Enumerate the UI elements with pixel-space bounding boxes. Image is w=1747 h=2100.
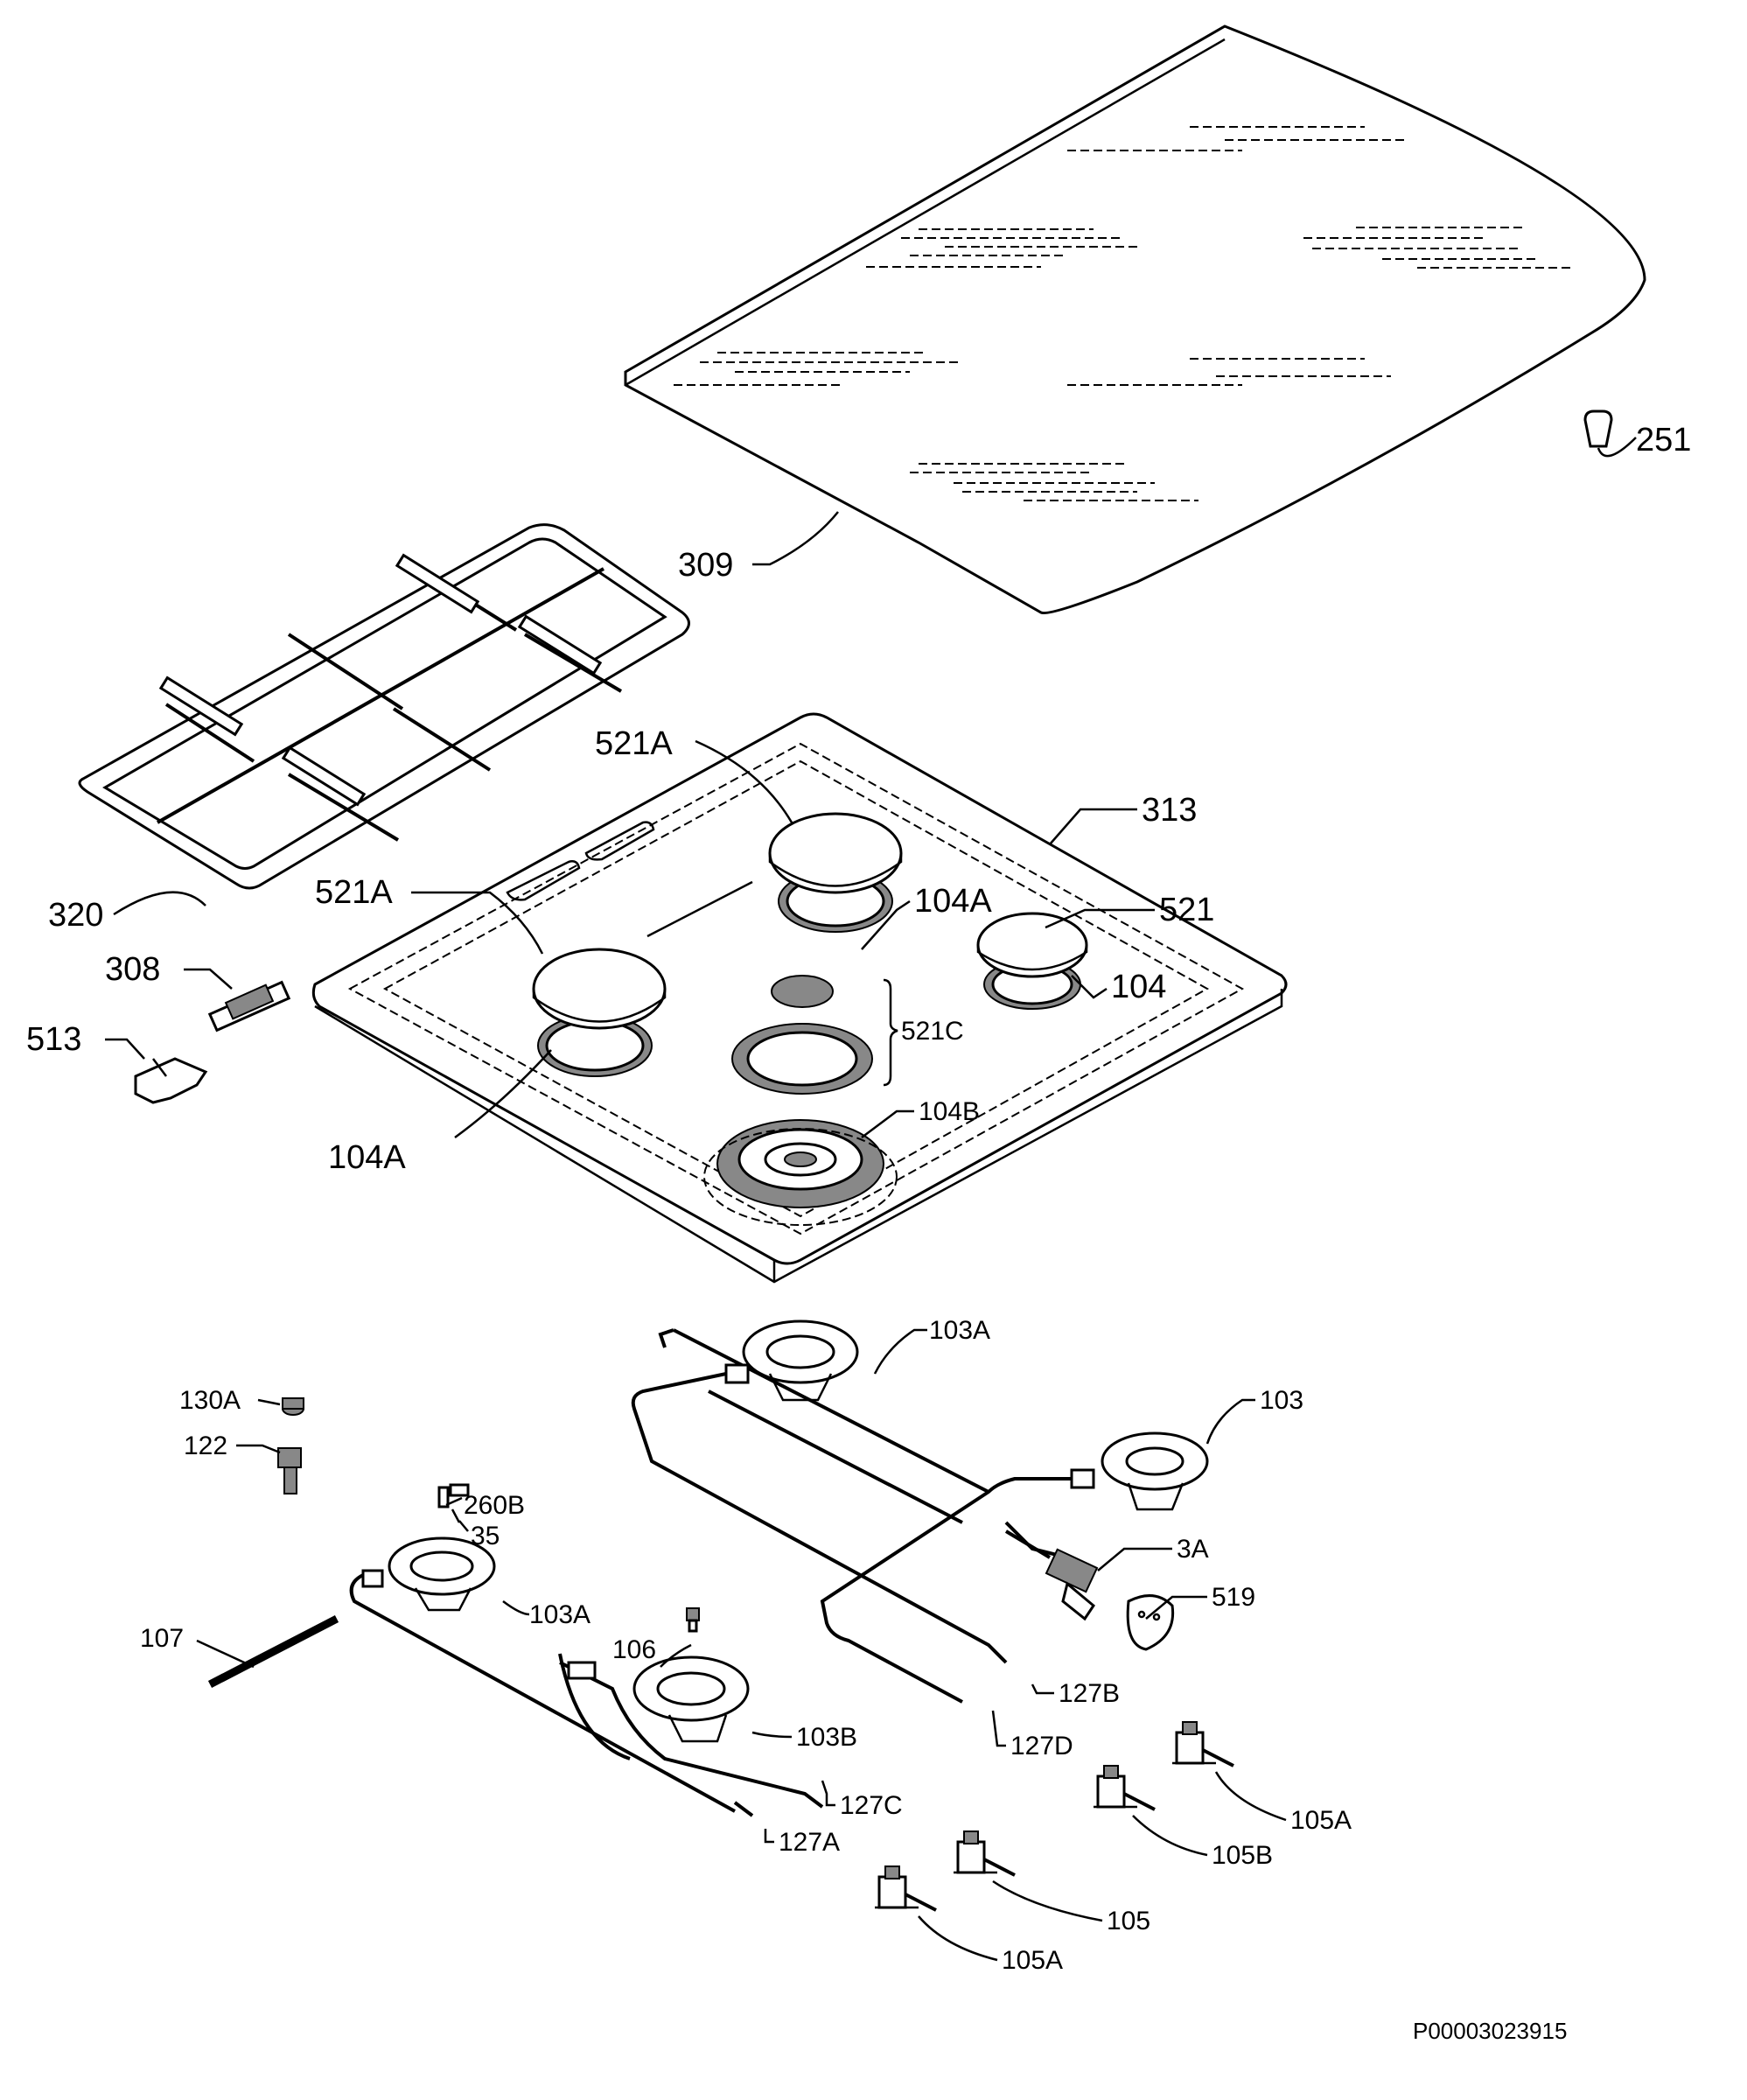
label-521a-left: 521A: [315, 874, 393, 911]
glass-lid: [624, 24, 1646, 615]
label-103: 103: [1260, 1386, 1303, 1415]
ignition-plug: [207, 980, 291, 1032]
burner-base-right: [1070, 1432, 1209, 1511]
label-127c: 127C: [840, 1791, 903, 1820]
burner-base-rear-left: [724, 1320, 859, 1402]
burner-base-front-left: [361, 1536, 496, 1612]
gas-valve-105a-right: [1172, 1721, 1234, 1768]
label-519: 519: [1212, 1583, 1255, 1612]
label-104b: 104B: [919, 1097, 980, 1126]
part-labels: 251 309 320 313 521A 521A 521 104A 104 5…: [26, 422, 1691, 2044]
label-308: 308: [105, 951, 160, 988]
label-127b: 127B: [1059, 1679, 1120, 1708]
label-105b: 105B: [1212, 1841, 1273, 1870]
gas-valve-105: [954, 1830, 1016, 1877]
plug-part: [1583, 410, 1637, 458]
glass-reflection-lines: [674, 126, 1575, 501]
label-521c: 521C: [901, 1017, 964, 1046]
label-130a: 130A: [179, 1386, 241, 1415]
safety-valve: [1004, 1530, 1099, 1621]
wok-burner-rings: [731, 975, 898, 1095]
label-3a: 3A: [1177, 1535, 1209, 1564]
burner-cap-right: [976, 912, 1088, 1010]
pan-support-grid: [78, 523, 690, 890]
label-35: 35: [471, 1522, 500, 1550]
label-309: 309: [678, 547, 733, 584]
label-127d: 127D: [1010, 1732, 1073, 1760]
label-105a-bottom: 105A: [1002, 1946, 1063, 1975]
label-313: 313: [1142, 792, 1197, 829]
injector-nozzle: [686, 1607, 700, 1633]
bracket-part: [134, 1057, 208, 1104]
label-260b: 260B: [464, 1491, 525, 1520]
small-fittings: [437, 1483, 470, 1523]
label-320: 320: [48, 897, 103, 934]
rod-part: [207, 1615, 339, 1688]
burner-cap-rear-left: [768, 812, 903, 933]
large-burner-body: [703, 1119, 898, 1226]
small-nut: [282, 1397, 304, 1416]
label-104: 104: [1111, 969, 1166, 1005]
label-103a-left: 103A: [529, 1600, 590, 1629]
label-107: 107: [140, 1624, 184, 1653]
small-screw: [277, 1447, 302, 1494]
label-103b: 103B: [796, 1723, 857, 1752]
label-521: 521: [1159, 892, 1214, 928]
label-105: 105: [1107, 1907, 1150, 1936]
burner-base-front-center: [567, 1656, 750, 1743]
gas-valve-105b: [1094, 1765, 1156, 1811]
burner-cap-front-left: [532, 948, 667, 1077]
label-521a-top: 521A: [595, 725, 673, 762]
label-105a-right: 105A: [1290, 1806, 1352, 1835]
label-513: 513: [26, 1021, 81, 1058]
label-104a-top: 104A: [914, 883, 992, 920]
label-103a-top: 103A: [929, 1316, 990, 1345]
cover-disc: [1126, 1594, 1175, 1651]
label-251: 251: [1636, 422, 1691, 458]
label-104a-left: 104A: [328, 1139, 406, 1176]
document-code: P00003023915: [1413, 2018, 1567, 2044]
gas-valve-105a-bottom: [875, 1866, 937, 1912]
leader-lines: [105, 511, 1287, 1962]
label-122: 122: [184, 1432, 227, 1460]
label-106: 106: [612, 1635, 656, 1664]
label-127a: 127A: [779, 1828, 840, 1857]
